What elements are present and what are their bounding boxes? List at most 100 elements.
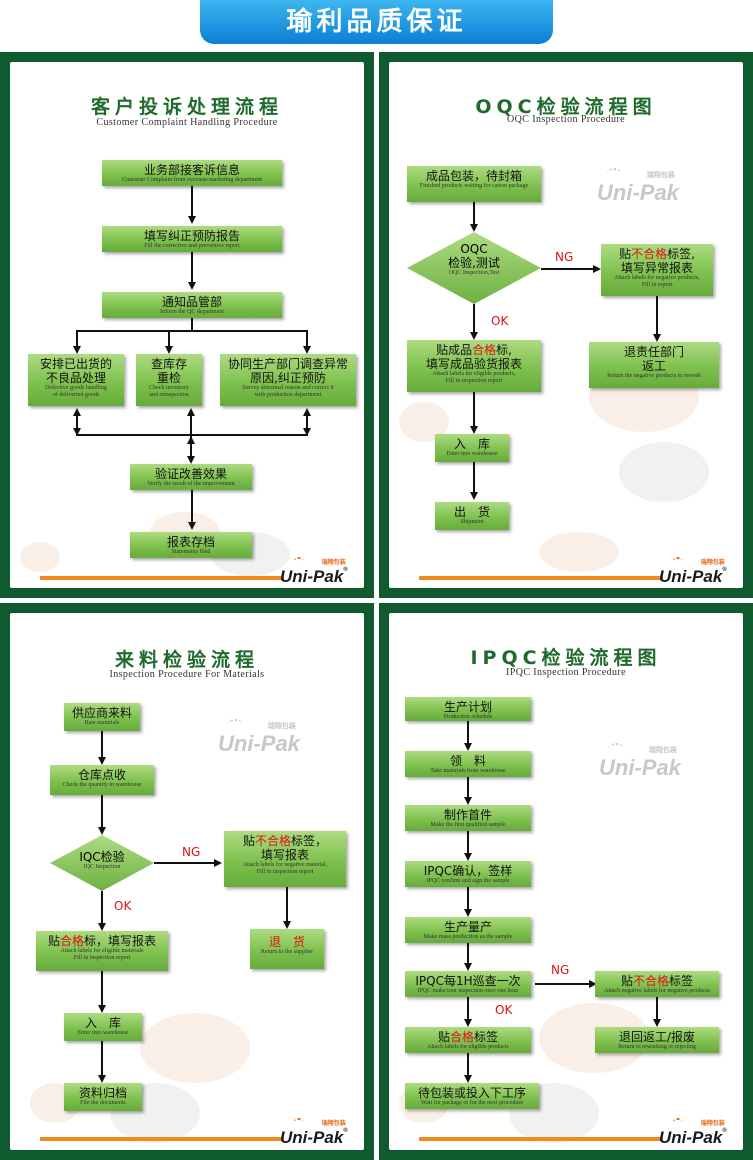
step-label: IPQC确认，签样: [423, 864, 513, 878]
decision-oqc-inspection: OQC 检验,测试 OQC Inspection,Test: [407, 232, 541, 304]
label-part: 标签: [474, 1030, 499, 1044]
panel-title: IPQC检验流程图: [470, 647, 662, 669]
connector: [535, 983, 589, 985]
logo-zh: 瑞翔包装: [700, 1121, 725, 1127]
step-label-en: Inform the QC department: [160, 309, 224, 315]
label-highlight: 不合格: [632, 974, 669, 988]
arrow-head: [470, 492, 478, 500]
connector: [467, 887, 469, 911]
logo-reg: ®: [343, 1128, 348, 1134]
step-attach-negative: 贴不合格标签, 填写异常报表 Attach labels for negativ…: [601, 244, 713, 296]
step-label-en: Enter into warehouse: [446, 451, 498, 457]
footer-bar: [419, 576, 663, 580]
connector: [473, 202, 475, 228]
arrow-head: [470, 224, 478, 232]
step-label: 贴合格标，填写报表: [36, 934, 168, 948]
arrow-head: [464, 963, 472, 971]
ng-label: NG: [182, 845, 201, 859]
step-label: 贴成品合格标,: [407, 343, 541, 357]
arrow-head: [98, 923, 106, 931]
step-label-en: Fill in inspection report: [445, 378, 503, 384]
decision-label: 检验,测试: [448, 256, 500, 270]
step-defective-handling: 安排已出货的 不良品处理 Defective goods handling of…: [28, 354, 124, 406]
connector: [306, 414, 308, 434]
arrow-head: [303, 346, 311, 354]
step-label: 填写报表: [260, 848, 309, 862]
step-label: 供应商来料: [71, 706, 132, 720]
connector: [473, 304, 475, 334]
step-label: 贴不合格标签，: [224, 834, 346, 848]
step-label-en: Statements filed: [171, 549, 211, 555]
logo-zh: 瑞翔包装: [646, 172, 675, 179]
step-label-en: Check the quantity in warehouse: [62, 782, 142, 788]
step-label-en: IPQC make tour inspection once one hour: [417, 988, 519, 994]
panel-complaint-card: 客户投诉处理流程 Customer Complaint Handling Pro…: [10, 62, 364, 588]
step-label-en: of deliveried goods: [52, 392, 100, 398]
arrow-head: [98, 1005, 106, 1013]
footer-bar: [40, 576, 284, 580]
step-label: 退 货: [268, 935, 305, 949]
panel-complaint: 客户投诉处理流程 Customer Complaint Handling Pro…: [0, 52, 374, 598]
connector: [191, 186, 193, 220]
connector: [168, 330, 170, 348]
panel-iqc-card: 来料检验流程 Inspection Procedure For Material…: [10, 613, 364, 1150]
step-label-en: Fill in inspection report: [256, 869, 314, 875]
arrow-head: [214, 859, 222, 867]
step-label-en: Attach labels for negative products,: [614, 275, 700, 281]
step-label: 退回返工/报废: [618, 1030, 696, 1044]
connector: [467, 831, 469, 855]
decor-blob: [20, 542, 60, 572]
step-attach-negative: 贴不合格标签 Attach negative labels for negati…: [595, 971, 719, 997]
logo-reg: ®: [343, 567, 348, 573]
arrow-head: [98, 1075, 106, 1083]
unipak-watermark: 瑞翔包装 Uni-Pak: [599, 743, 681, 781]
step-file-documents: 资料归档 File the documents: [64, 1083, 142, 1111]
step-statements-filed: 报表存档 Statements filed: [130, 532, 252, 558]
connector: [101, 891, 103, 925]
label-highlight: 合格: [449, 1030, 474, 1044]
step-label: 出 货: [453, 505, 490, 519]
panel-subtitle: OQC Inspection Procedure: [507, 114, 625, 125]
label-highlight: 不合格: [631, 247, 668, 261]
unipak-watermark: 瑞翔包装 Uni-Pak: [218, 719, 300, 757]
step-label: 贴合格标签: [405, 1030, 531, 1044]
logo-dots-icon: [609, 743, 623, 753]
step-label-en: Defective goods handling: [45, 385, 107, 391]
step-check-inventory: 查库存 重检 Check inventory and reinspection: [136, 354, 202, 406]
connector: [467, 777, 469, 799]
step-warehouse-check: 仓库点收 Check the quantity in warehouse: [50, 765, 154, 795]
step-label: 业务部接客诉信息: [143, 163, 240, 177]
decision-label-en: IQC Inspection: [83, 864, 121, 870]
connector: [656, 296, 658, 336]
logo-text: Uni-Pak: [280, 567, 344, 586]
arrow-head: [470, 332, 478, 340]
logo-text: Uni-Pak: [218, 731, 300, 756]
step-label-en: with production department: [254, 392, 322, 398]
arrow-head: [283, 921, 291, 929]
decision-label: IQC检验: [79, 850, 125, 864]
arrow-head: [187, 436, 195, 444]
step-label-en: Attach labels for eligible products,: [432, 371, 516, 377]
logo-text: Uni-Pak: [599, 755, 681, 780]
step-survey-abnormal: 协同生产部门调查异常 原因,纠正预防 Survey abnormal reaso…: [220, 354, 356, 406]
ok-label: OK: [491, 314, 509, 328]
panel-subtitle: Customer Complaint Handling Procedure: [96, 117, 278, 128]
decor-blob: [140, 1013, 250, 1083]
step-label: IPQC每1H巡查一次: [415, 974, 521, 988]
connector: [473, 462, 475, 494]
logo-dots-icon: [673, 557, 682, 565]
label-highlight: 不合格: [254, 834, 291, 848]
connector: [76, 414, 78, 434]
label-part: 标签: [669, 974, 694, 988]
footer-bar: [40, 1137, 284, 1141]
step-label: 不良品处理: [45, 371, 106, 385]
step-label-en: File the documents: [80, 1100, 126, 1106]
step-attach-eligible: 贴成品合格标, 填写成品验货报表 Attach labels for eligi…: [407, 340, 541, 392]
step-label: 填写异常报表: [620, 261, 693, 275]
step-label-en: Enter into warehouse: [77, 1030, 129, 1036]
arrow-head: [464, 853, 472, 861]
connector: [76, 434, 308, 436]
label-highlight: 合格: [472, 343, 497, 357]
step-ipqc-confirm: IPQC确认，签样 IPQC confirm and sign the samp…: [405, 861, 531, 887]
arrow-head: [188, 282, 196, 290]
